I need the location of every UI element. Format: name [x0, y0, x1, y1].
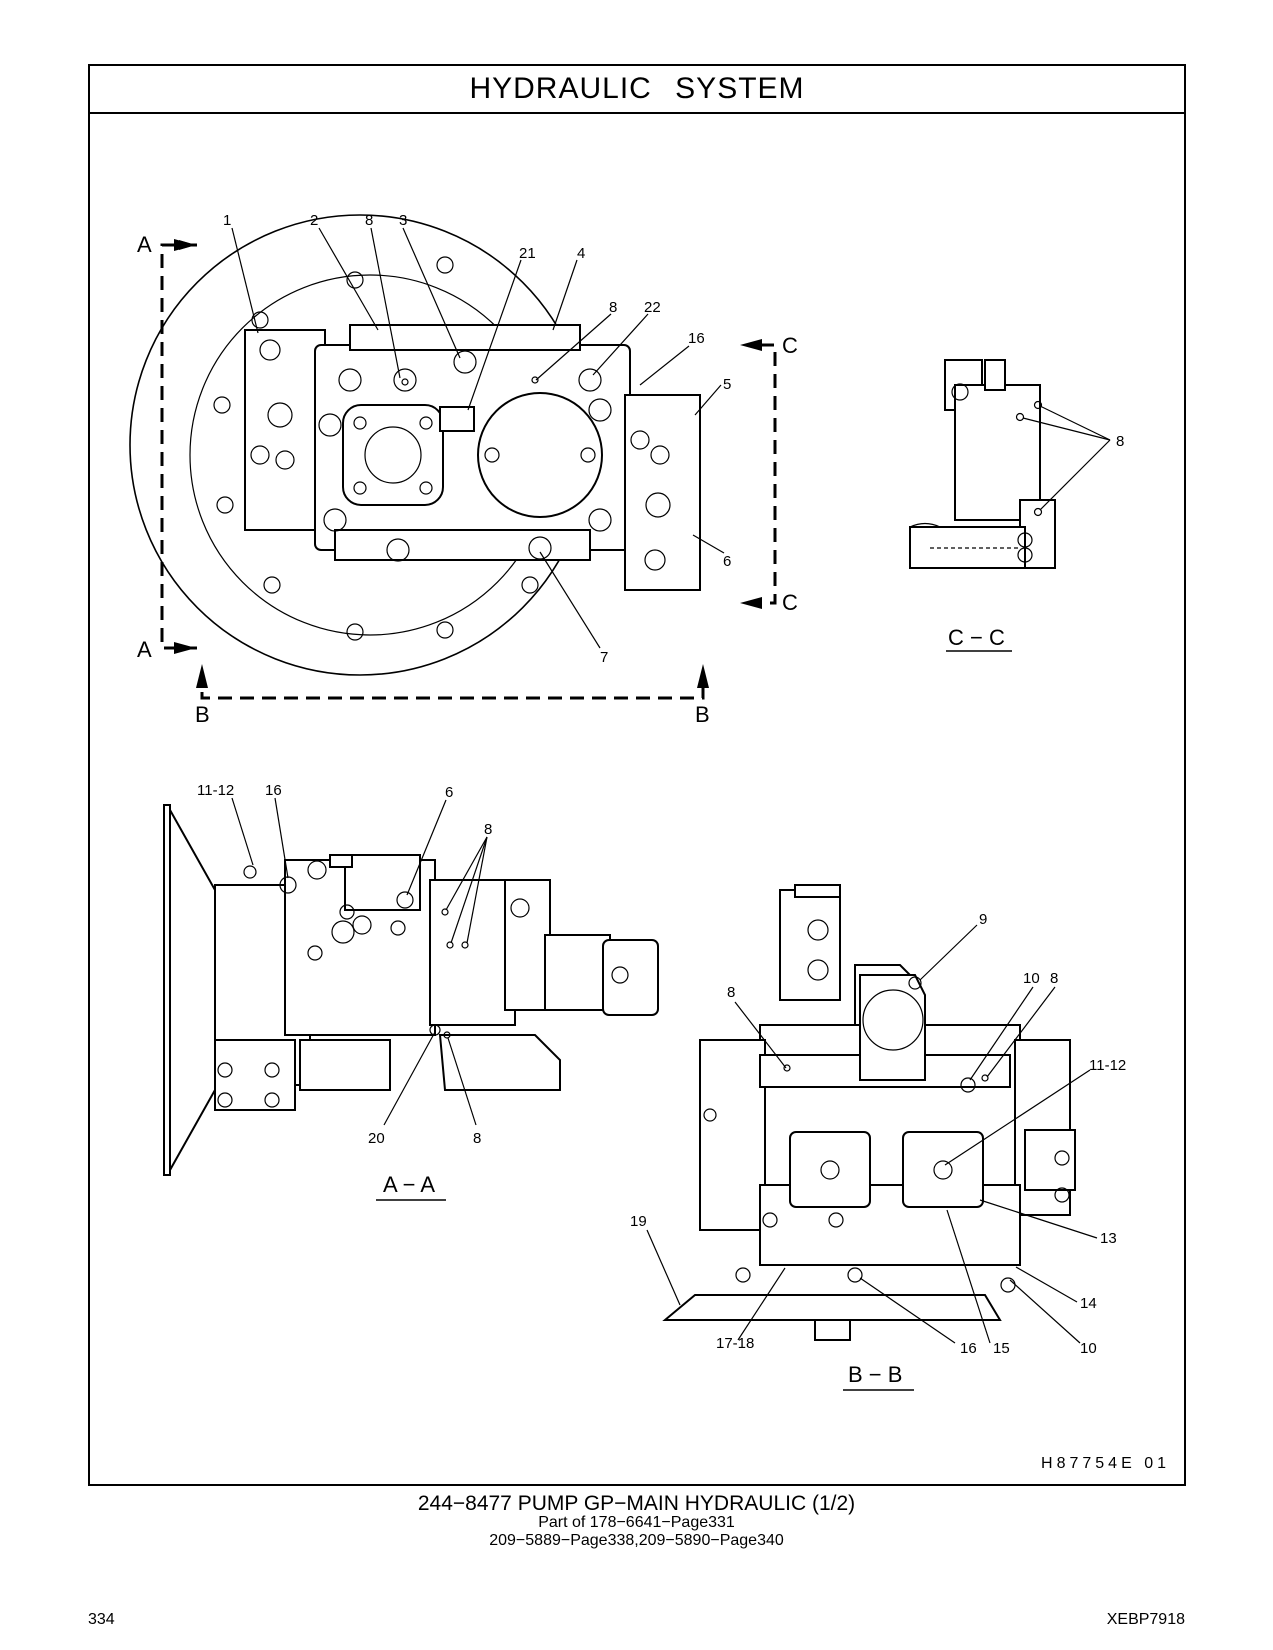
callout-main-2: 2 — [310, 212, 318, 229]
section-b-right: B — [695, 702, 710, 727]
callout-main-1: 1 — [223, 212, 231, 229]
main-pump-view: 1 2 8 3 21 4 8 22 16 5 6 7 A A B B — [129, 212, 798, 727]
caption-main: 244−8477 PUMP GP−MAIN HYDRAULIC (1/2) — [417, 1492, 856, 1515]
view-cc-label: C − C — [948, 625, 1005, 650]
section-b-left: B — [195, 702, 210, 727]
caption-sub-1: Part of 178−6641−Page331 — [538, 1514, 735, 1531]
callout-bb-11-12: 11-12 — [1089, 1057, 1126, 1074]
callout-main-7: 7 — [600, 649, 608, 666]
callout-bb-8b: 8 — [1050, 970, 1058, 987]
callout-aa-20: 20 — [368, 1130, 385, 1147]
callout-bb-13: 13 — [1100, 1230, 1117, 1247]
page-title: HYDRAULIC SYSTEM — [90, 66, 1184, 114]
callout-main-8b: 8 — [609, 299, 617, 316]
caption-sub-2: 209−5889−Page338,209−5890−Page340 — [489, 1532, 784, 1549]
callout-main-22: 22 — [644, 299, 661, 316]
callout-main-21: 21 — [519, 245, 536, 262]
callout-bb-15: 15 — [993, 1340, 1010, 1357]
callout-aa-8a: 8 — [484, 821, 492, 838]
page-number: 334 — [88, 1611, 115, 1628]
view-aa-label: A − A — [383, 1172, 435, 1197]
callout-aa-16: 16 — [265, 782, 282, 799]
doc-code: XEBP7918 — [1106, 1611, 1185, 1628]
view-bb-label: B − B — [848, 1362, 902, 1387]
section-a-top: A — [137, 232, 152, 257]
callout-aa-6: 6 — [445, 784, 453, 801]
callout-aa-11-12: 11-12 — [197, 782, 234, 799]
callout-cc-8: 8 — [1116, 433, 1124, 450]
drawing-frame: HYDRAULIC SYSTEM — [88, 64, 1186, 1486]
callout-main-8a: 8 — [365, 212, 373, 229]
callout-bb-10b: 10 — [1080, 1340, 1097, 1357]
callout-bb-19: 19 — [630, 1213, 647, 1230]
callout-bb-16: 16 — [960, 1340, 977, 1357]
callout-main-4: 4 — [577, 245, 585, 262]
callout-main-6: 6 — [723, 553, 731, 570]
view-bb: 9 8 10 8 11-12 13 19 14 17-18 16 15 10 B… — [630, 884, 1126, 1391]
callout-bb-9: 9 — [979, 911, 987, 928]
callout-main-16: 16 — [688, 330, 705, 347]
drawing-id: H87754E 01 — [1041, 1455, 1170, 1472]
callout-main-5: 5 — [723, 376, 731, 393]
callout-bb-10a: 10 — [1023, 970, 1040, 987]
view-aa: 11-12 16 6 8 20 8 A − A — [163, 782, 659, 1201]
callout-bb-17-18: 17-18 — [716, 1335, 754, 1352]
section-a-bottom: A — [137, 637, 152, 662]
callout-aa-8b: 8 — [473, 1130, 481, 1147]
callout-main-3: 3 — [399, 212, 407, 229]
callout-bb-14: 14 — [1080, 1295, 1097, 1312]
section-c-bottom: C — [782, 590, 798, 615]
callout-bb-8a: 8 — [727, 984, 735, 1001]
section-c-top: C — [782, 333, 798, 358]
view-cc: 8 C − C — [909, 359, 1124, 652]
